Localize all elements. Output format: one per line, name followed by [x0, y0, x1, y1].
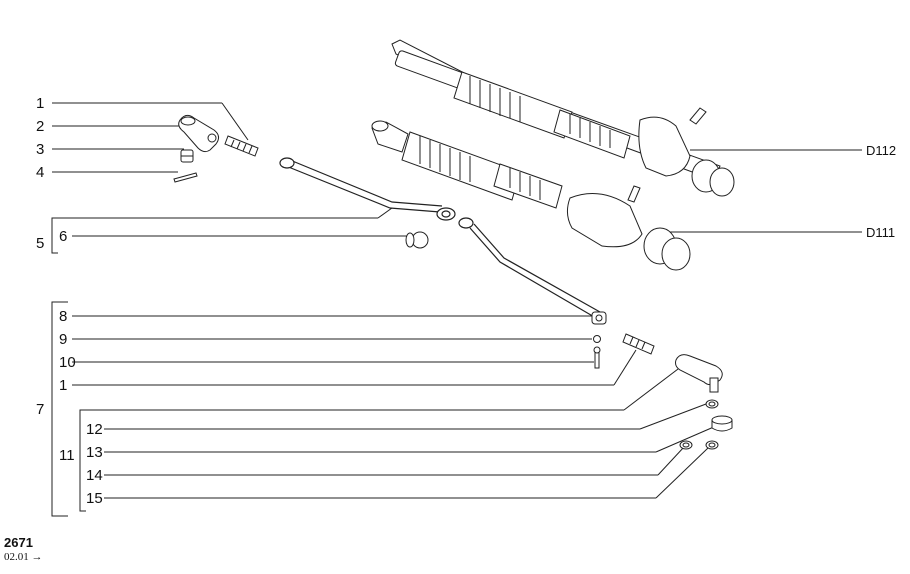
callout-4: 4: [36, 164, 45, 181]
callout-13: 13: [86, 444, 103, 461]
callout-1a: 1: [36, 95, 45, 112]
bracket-5: [51, 217, 58, 254]
variant-label-d111: D111: [866, 225, 896, 240]
steering-rack-d112: [391, 39, 735, 197]
callout-11: 11: [59, 447, 75, 464]
callout-15: 15: [86, 490, 103, 507]
bolt-part-10: [593, 346, 601, 369]
bracket-7: [51, 301, 68, 517]
washer-part-12: [705, 399, 719, 409]
callout-7: 7: [36, 401, 45, 418]
callout-1b: 1: [59, 377, 68, 394]
callout-5: 5: [36, 235, 45, 252]
callout-2: 2: [36, 118, 45, 135]
variant-label-d112: D112: [866, 143, 897, 158]
callout-8: 8: [59, 308, 68, 325]
callout-14: 14: [86, 467, 103, 484]
callout-6: 6: [59, 228, 68, 245]
tie-rod-end-part-11: [675, 354, 723, 393]
boot-part-13: [711, 415, 733, 432]
washer-part-14: [679, 440, 693, 450]
callout-9: 9: [59, 331, 68, 348]
tie-rod-part-5: [279, 157, 601, 319]
threaded-sleeve-part-1: [224, 135, 259, 157]
tie-rod-end-part-2: [178, 114, 220, 153]
split-pin-part-4: [173, 172, 198, 183]
callout-3: 3: [36, 141, 45, 158]
nut-part-9: [593, 335, 601, 343]
threaded-sleeve-part-1b: [622, 333, 655, 355]
callout-10: 10: [59, 354, 76, 371]
bush-part-6: [405, 231, 429, 249]
page-code: 2671: [4, 535, 33, 550]
washer-part-15: [705, 440, 719, 450]
callout-12: 12: [86, 421, 103, 438]
nut-part-3: [180, 149, 194, 163]
clamp-part-8: [591, 311, 607, 325]
date-range: 02.01 →: [4, 551, 43, 563]
steering-rack-d111: [371, 120, 691, 271]
